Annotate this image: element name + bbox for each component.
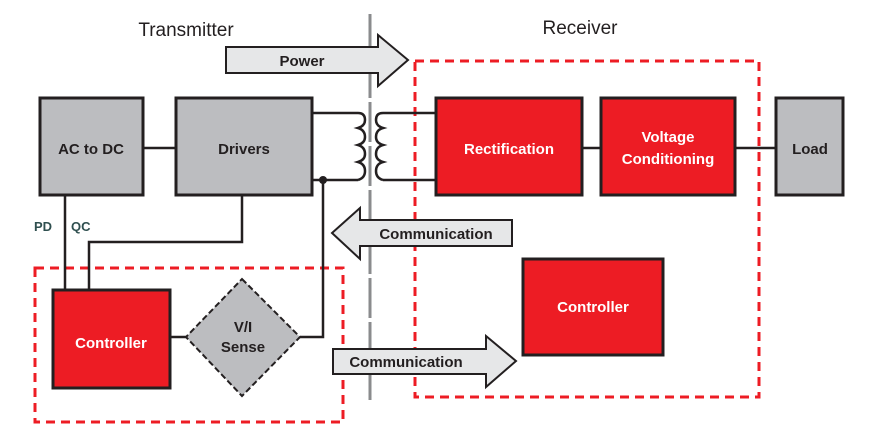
primary-coil-icon — [353, 111, 367, 182]
voltage-conditioning-label-line2: Conditioning — [622, 151, 714, 168]
communication-left-arrow-shape — [330, 205, 513, 262]
secondary-coil-icon — [374, 111, 388, 182]
communication-right-arrow-shape — [332, 333, 518, 390]
voltage-conditioning-block: Voltage Conditioning — [599, 96, 737, 197]
communication-left-label: Communication — [379, 226, 492, 243]
drivers-block: Drivers — [174, 96, 314, 197]
receiver-controller-block: Controller — [521, 257, 665, 357]
rectification-label: Rectification — [464, 141, 554, 158]
pd-label: PD — [34, 219, 52, 234]
transmitter-controller-label: Controller — [75, 335, 147, 352]
communication-right-label: Communication — [349, 354, 462, 371]
power-arrow-label: Power — [279, 53, 324, 70]
communication-arrow-to-receiver: Communication — [332, 333, 518, 390]
wire-qc — [87, 195, 244, 290]
ac-to-dc-block: AC to DC — [38, 96, 145, 197]
vi-sense-block: V/I Sense — [184, 277, 302, 398]
receiver-header: Receiver — [543, 18, 619, 39]
qc-label: QC — [71, 219, 91, 234]
power-arrow-shape — [225, 32, 410, 89]
voltage-conditioning-label-line1: Voltage — [641, 129, 694, 146]
wire-sense — [300, 180, 325, 339]
ac-to-dc-label: AC to DC — [58, 141, 124, 158]
transmitter-controller-block: Controller — [51, 288, 172, 390]
vi-sense-label-line1: V/I — [234, 319, 252, 336]
power-arrow: Power — [225, 32, 410, 89]
vi-sense-label-line2: Sense — [221, 339, 265, 356]
transmitter-header: Transmitter — [138, 20, 234, 41]
receiver-controller-label: Controller — [557, 299, 629, 316]
drivers-label: Drivers — [218, 141, 270, 158]
load-label: Load — [792, 141, 828, 158]
load-block: Load — [774, 96, 845, 197]
transmitter-control-boundary — [33, 266, 345, 424]
rectification-block: Rectification — [434, 96, 584, 197]
communication-arrow-to-transmitter: Communication — [330, 205, 513, 262]
